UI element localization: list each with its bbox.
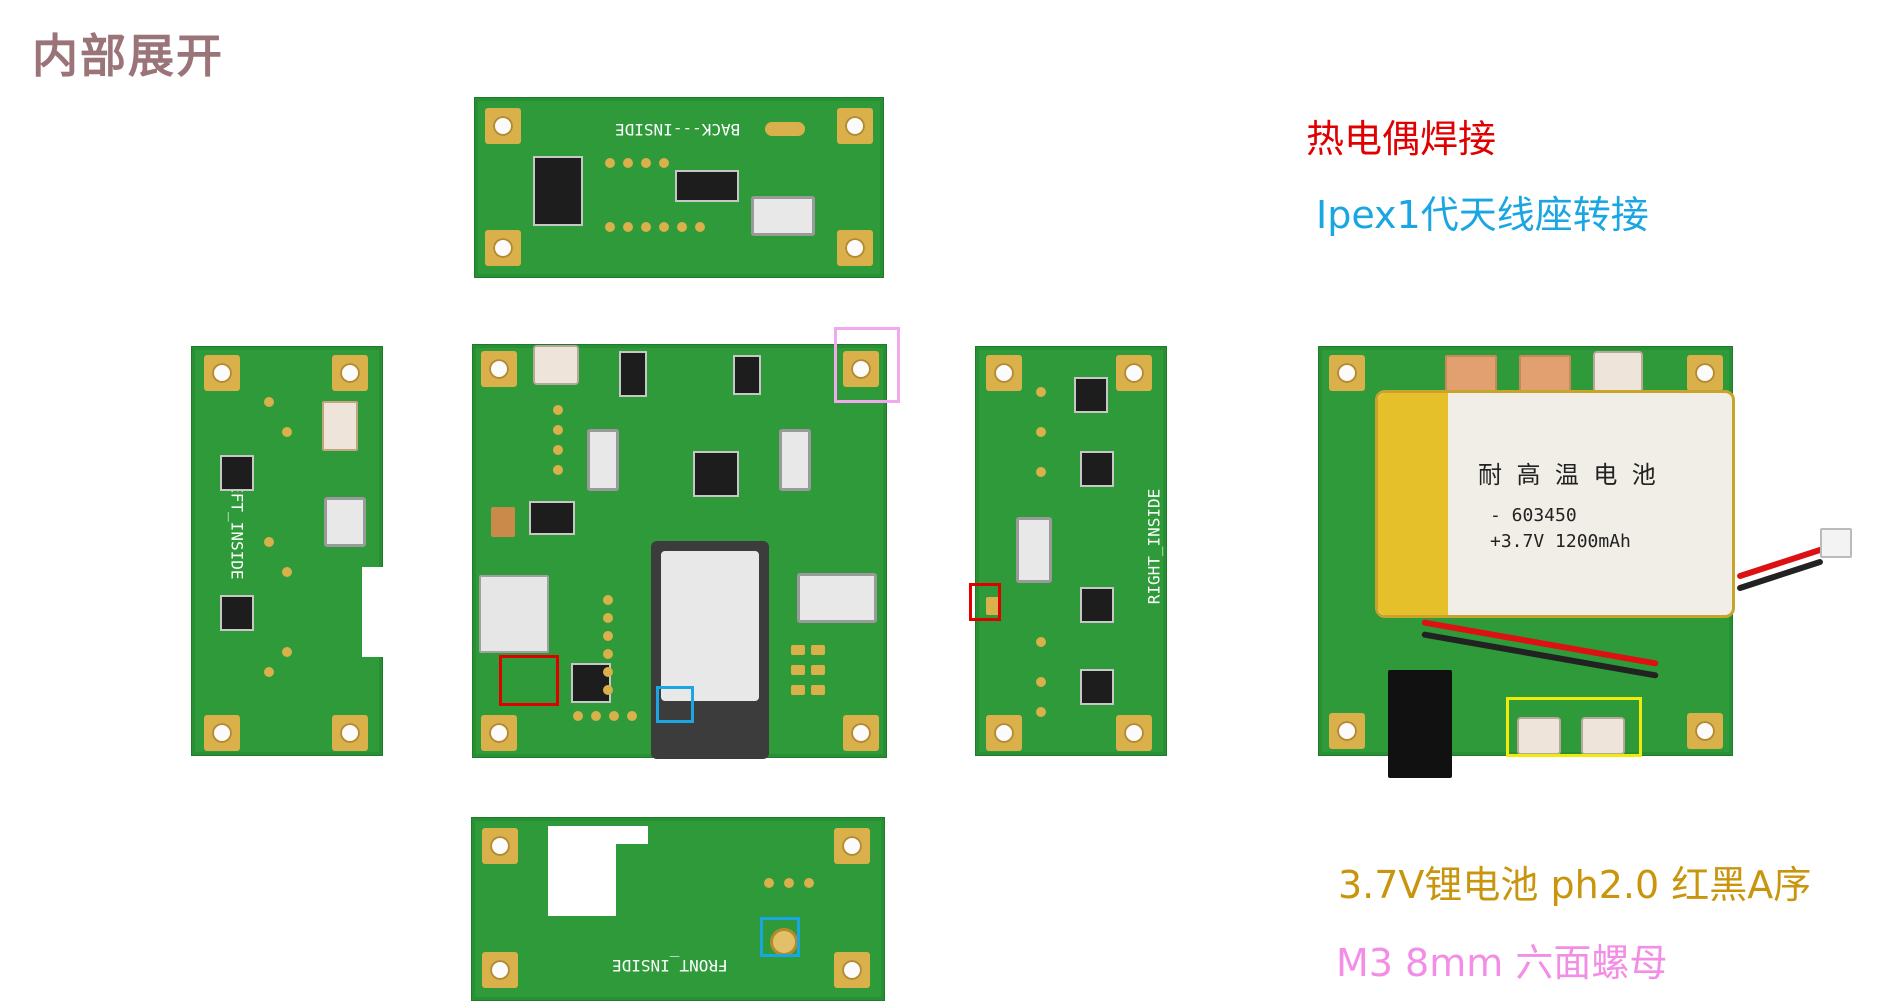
switch-block: [1388, 670, 1452, 778]
battery-label-line2: - 603450: [1490, 505, 1577, 526]
back-silk-label: BACK---INSIDE: [615, 120, 741, 139]
thermocouple-highlight-right: [969, 583, 1001, 621]
antenna-highlight-front: [760, 917, 800, 957]
battery-connector: [1820, 528, 1852, 558]
left-board: LEFT_INSIDE: [191, 346, 384, 756]
antenna-highlight-main: [656, 686, 694, 723]
note-antenna: Ipex1代天线座转接: [1316, 193, 1649, 237]
back-board: BACK---INSIDE: [474, 97, 884, 278]
lipo-battery: 耐 高 温 电 池 - 603450 +3.7V 1200mAh: [1375, 390, 1735, 618]
note-battery: 3.7V锂电池 ph2.0 红黑A序: [1338, 863, 1812, 907]
battery-label-line3: +3.7V 1200mAh: [1490, 531, 1631, 552]
note-nut: M3 8mm 六面螺母: [1336, 941, 1668, 985]
front-silk-label: FRONT_INSIDE: [612, 956, 728, 975]
front-board: FRONT_INSIDE: [471, 817, 885, 1001]
right-silk-label: RIGHT_INSIDE: [1144, 488, 1164, 605]
nut-highlight-main: [834, 327, 900, 403]
battery-label-line1: 耐 高 温 电 池: [1478, 461, 1656, 489]
right-board: RIGHT_INSIDE: [975, 346, 1167, 756]
thermocouple-highlight-main: [499, 655, 559, 706]
note-thermocouple: 热电偶焊接: [1306, 117, 1497, 161]
ph-connector-highlight: [1506, 697, 1642, 757]
page-title: 内部展开: [32, 29, 224, 83]
